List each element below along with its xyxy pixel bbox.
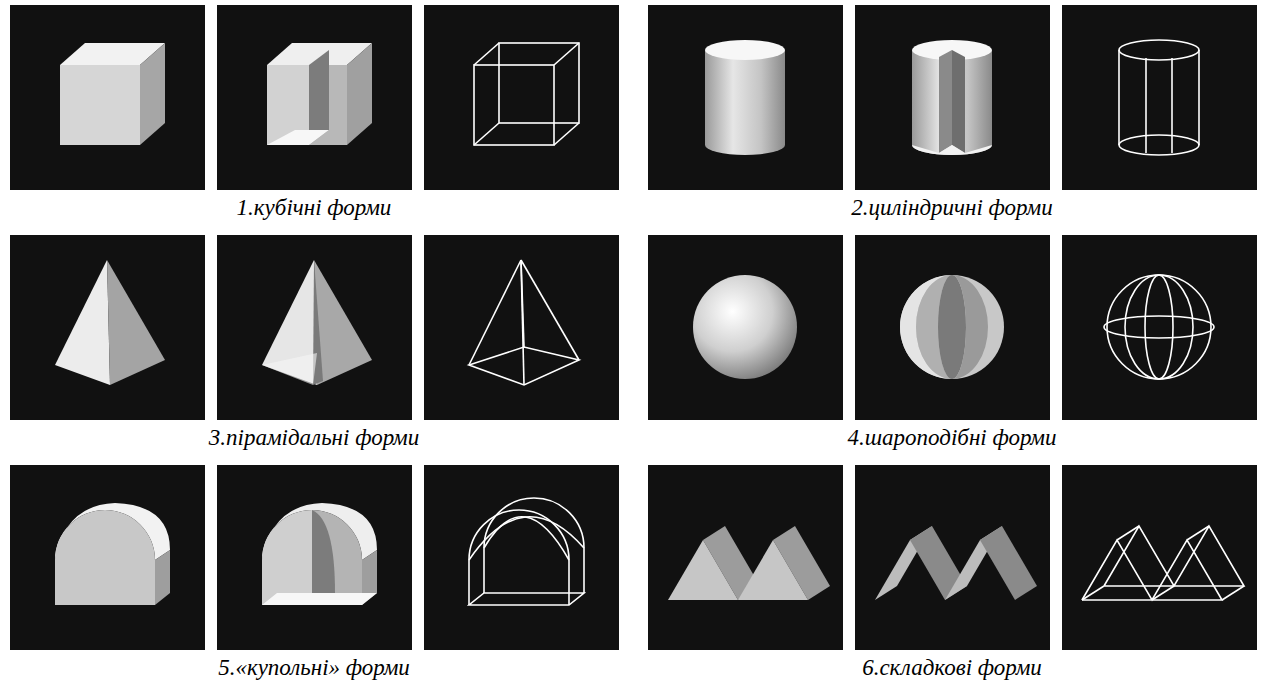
- fold-solid: [648, 465, 843, 650]
- pyramid-solid: [10, 235, 205, 420]
- sphere-section: [855, 235, 1050, 420]
- pyramid-wireframe: [424, 235, 619, 420]
- form-caption: 5.«купольні» форми: [214, 653, 414, 683]
- form-caption: 3.пірамідальні форми: [205, 423, 423, 453]
- cylinder-wireframe: [1062, 5, 1257, 190]
- sphere-wireframe: [1062, 235, 1257, 420]
- pyramid-section: [217, 235, 412, 420]
- sphere-solid: [648, 235, 843, 420]
- form-caption: 6.складкові форми: [858, 653, 1046, 683]
- dome-solid: [10, 465, 205, 650]
- dome-section: [217, 465, 412, 650]
- cube-solid: [10, 5, 205, 190]
- cylinder-solid: [648, 5, 843, 190]
- cube-wireframe: [424, 5, 619, 190]
- fold-section: [855, 465, 1050, 650]
- fold-wireframe: [1062, 465, 1257, 650]
- cylinder-section: [855, 5, 1050, 190]
- form-caption: 1.кубічні форми: [233, 193, 396, 223]
- cube-section: [217, 5, 412, 190]
- dome-wireframe: [424, 465, 619, 650]
- form-caption: 2.циліндричні форми: [847, 193, 1056, 223]
- form-caption: 4.шароподібні форми: [843, 423, 1060, 453]
